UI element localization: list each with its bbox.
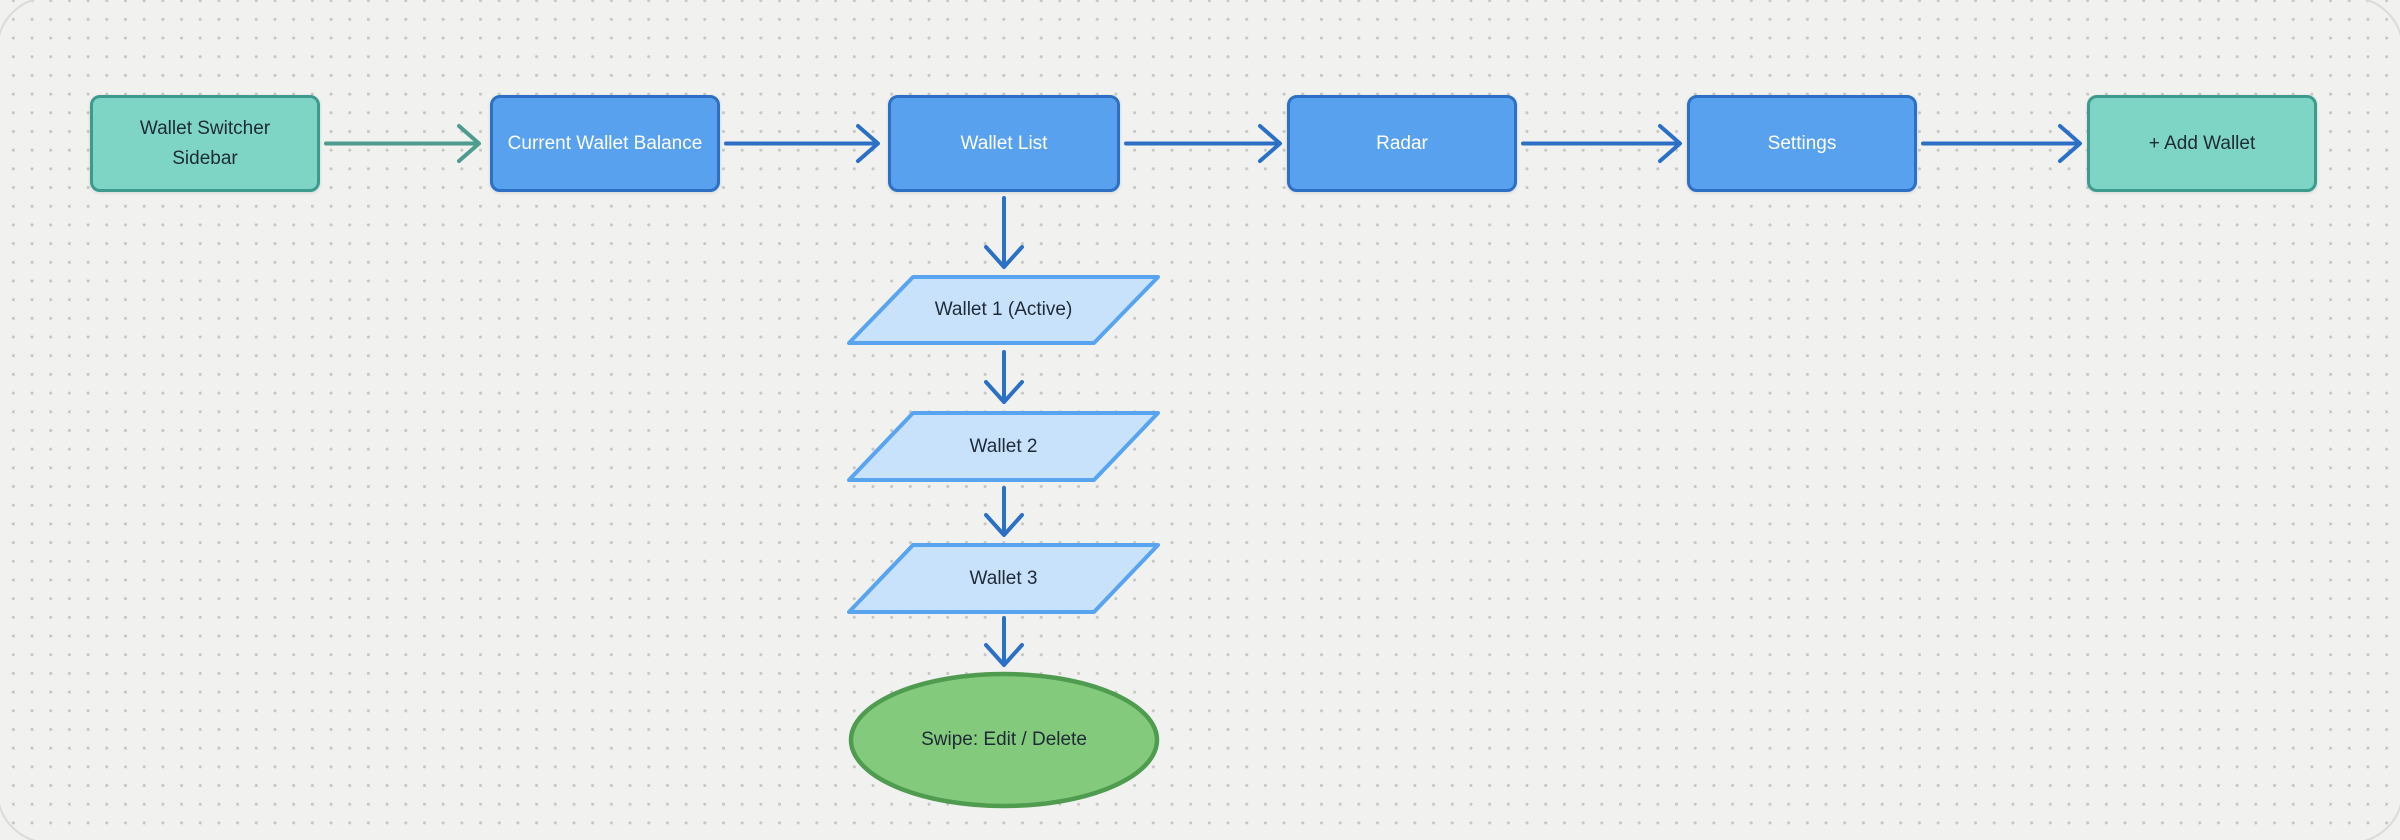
arrow-wallet1-to-wallet2 — [984, 350, 1024, 404]
wallet3-shape[interactable] — [847, 543, 1160, 614]
arrow-wallet2-to-wallet3 — [984, 486, 1024, 537]
node-settings[interactable]: Settings — [1687, 95, 1917, 192]
node-label: + Add Wallet — [2148, 132, 2256, 154]
node-label: Settings — [1767, 132, 1837, 154]
arrow-wallet-list-to-radar — [1124, 124, 1282, 163]
node-label: Wallet Switcher Sidebar — [139, 118, 271, 169]
wallet1-shape[interactable] — [847, 275, 1160, 345]
node-add-wallet[interactable]: + Add Wallet — [2087, 95, 2317, 192]
arrow-wallet3-to-swipe-action — [984, 616, 1024, 667]
node-current-wallet-balance[interactable]: Current Wallet Balance — [490, 95, 720, 192]
node-wallet-list[interactable]: Wallet List — [888, 95, 1120, 192]
node-wallet-switcher-sidebar[interactable]: Wallet Switcher Sidebar — [90, 95, 320, 192]
arrow-sidebar-to-balance — [324, 124, 481, 163]
arrow-radar-to-settings — [1521, 124, 1682, 163]
wallet2-shape[interactable] — [847, 411, 1160, 482]
node-label: Wallet List — [960, 132, 1048, 154]
arrow-wallet-list-to-wallet1 — [984, 196, 1024, 269]
arrow-settings-to-add-wallet — [1921, 124, 2082, 163]
swipe-action-shape[interactable] — [848, 671, 1160, 809]
arrow-balance-to-wallet-list — [724, 124, 880, 163]
node-label: Radar — [1376, 132, 1428, 154]
node-radar[interactable]: Radar — [1287, 95, 1517, 192]
node-label: Current Wallet Balance — [507, 132, 703, 154]
